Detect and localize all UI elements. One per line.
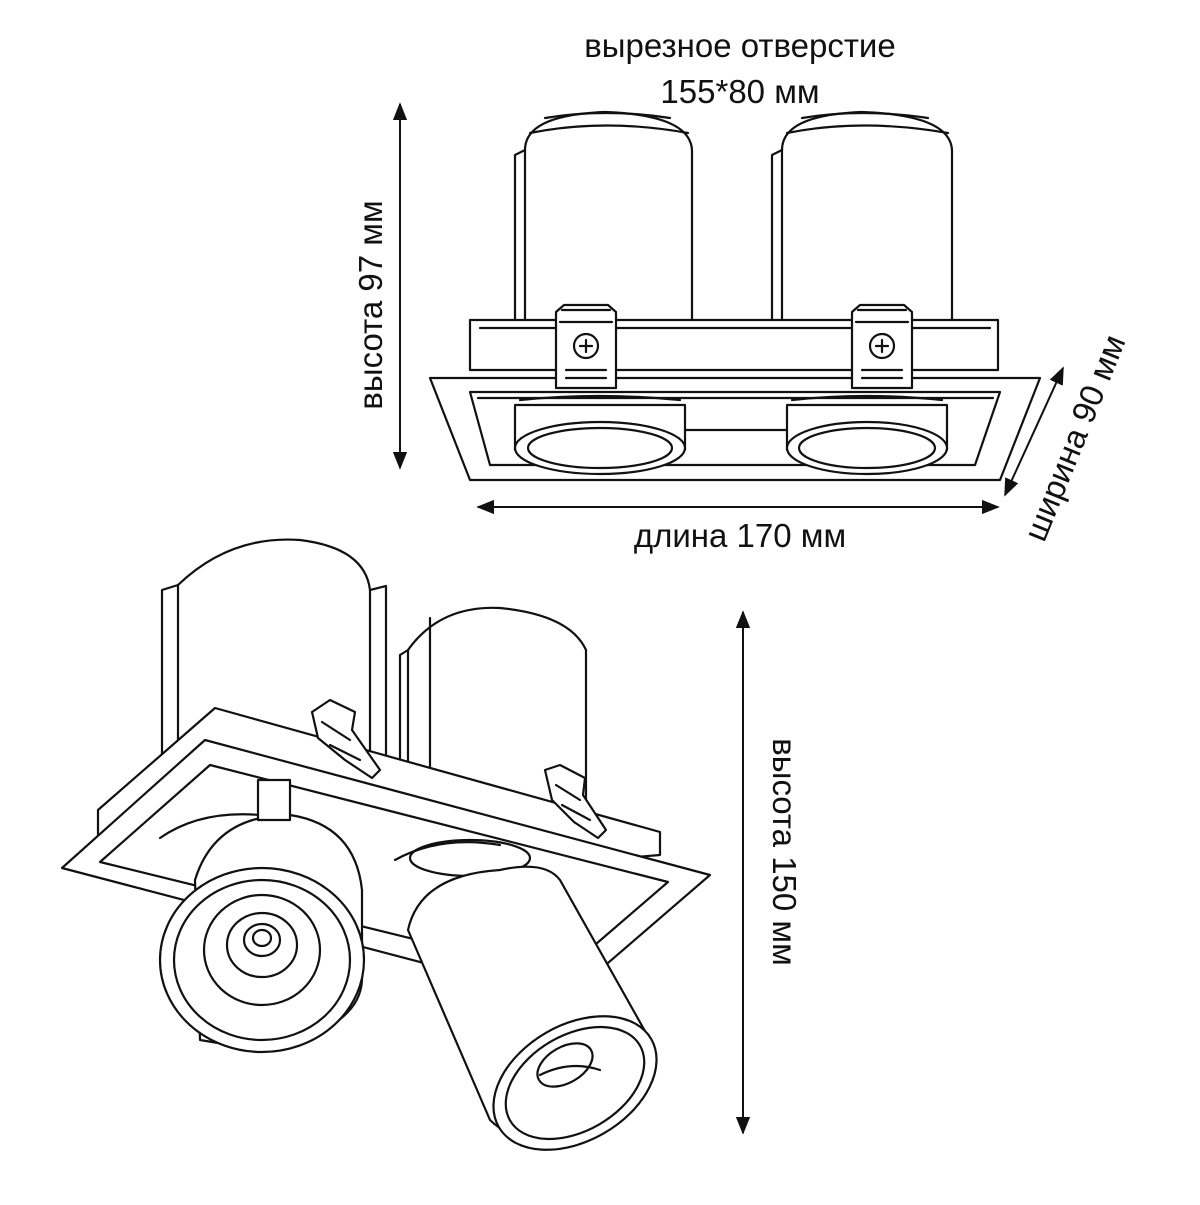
right-lamp-opening <box>785 394 949 476</box>
right-spotlight <box>406 865 658 1151</box>
right-cylinder-housing <box>770 110 954 324</box>
height-bottom-label: высота 150 мм <box>766 738 803 966</box>
left-cylinder-housing <box>513 110 694 324</box>
width-dimension-line <box>1004 366 1064 497</box>
left-spring-clip <box>310 698 382 780</box>
left-spotlight <box>158 778 366 1054</box>
right-spring-clip <box>543 763 608 840</box>
width-label: ширина 90 мм <box>1016 329 1132 546</box>
left-lamp-opening <box>513 394 687 476</box>
right-spring-clip <box>850 303 914 390</box>
cutout-label-line1: вырезное отверстие <box>584 27 895 64</box>
height-top-label: высота 97 мм <box>352 200 389 409</box>
left-spring-clip <box>554 303 618 390</box>
top-luminaire-front-view <box>428 110 1042 482</box>
length-label: длина 170 мм <box>634 517 846 554</box>
cutout-label-line2: 155*80 мм <box>660 73 819 110</box>
bottom-luminaire-perspective-view <box>60 538 712 1151</box>
